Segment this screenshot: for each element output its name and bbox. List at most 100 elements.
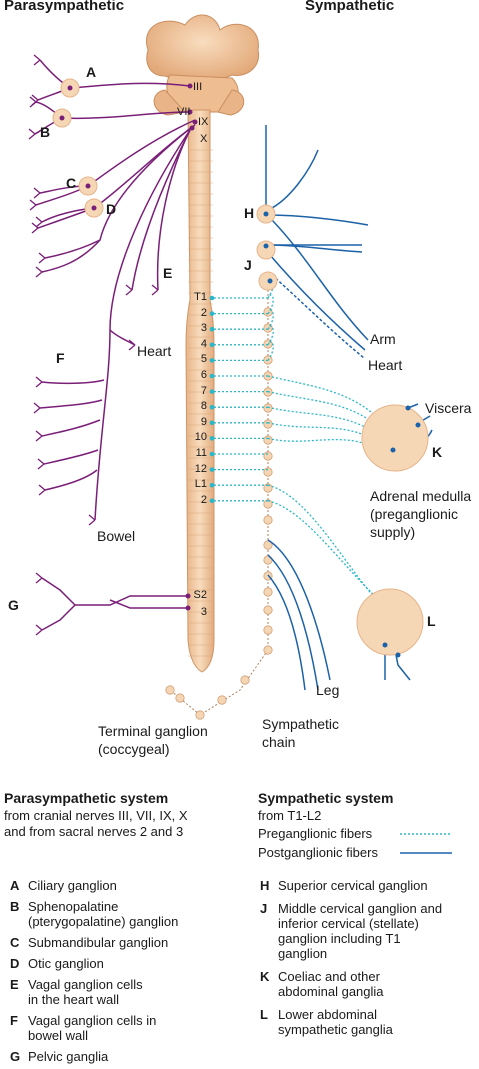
segment-label: 2 (200, 493, 207, 506)
legend-para-title: Parasympathetic system (4, 790, 169, 806)
nerve-ending (125, 284, 133, 296)
label-terminal-line1: Terminal ganglion (98, 723, 208, 739)
label-viscera: Viscera (425, 400, 472, 416)
key-text: ganglion including T1 (278, 931, 401, 946)
ganglion-l (356, 588, 424, 656)
nerve-ending (33, 402, 41, 414)
segment-label: 3 (200, 322, 207, 335)
chain-ganglion (263, 587, 273, 597)
letter-l: L (427, 613, 436, 629)
preganglionic-fiber (267, 294, 274, 314)
label-heart-sympathetic: Heart (368, 357, 403, 373)
chain-ganglion (263, 419, 273, 429)
nerve-ending (35, 266, 43, 278)
nerve-ending (128, 339, 136, 351)
legend-para-sub-2: and from sacral nerves 2 and 3 (4, 824, 184, 839)
label-adrenal-line1: Adrenal medulla (370, 488, 472, 504)
cranial-nerve-x: X (200, 133, 208, 145)
key-text: Vagal ganglion cells (28, 977, 143, 992)
segment-label: 4 (200, 337, 207, 350)
nerve-ending (29, 199, 37, 211)
key-text: abdominal ganglia (278, 984, 384, 999)
label-bowel: Bowel (97, 528, 136, 544)
letter-d: D (106, 201, 117, 217)
segment-label: 6 (200, 369, 207, 381)
key-letter: L (260, 1007, 268, 1022)
nerve-ending (151, 284, 159, 296)
letter-a: A (86, 64, 97, 80)
key-letter: G (10, 1049, 21, 1064)
chain-ganglion (263, 451, 273, 461)
nerve-ending (33, 187, 41, 199)
cranial-nerve-vii: VII (177, 106, 191, 118)
legend-symp-sub: from T1-L2 (258, 808, 322, 823)
label-heart-parasympathetic: Heart (137, 343, 172, 359)
preganglionic-fiber (267, 484, 383, 606)
chain-ganglion (175, 693, 185, 703)
key-text: Superior cervical ganglion (278, 878, 428, 893)
sympathetic-chain (165, 290, 273, 720)
key-letter: E (10, 977, 19, 992)
label-terminal-line2: (coccygeal) (98, 741, 170, 757)
chain-ganglion (263, 403, 273, 413)
parasympathetic-fibers (34, 59, 196, 631)
chain-ganglion (263, 605, 273, 615)
key-text: (pterygopalatine) ganglion (28, 914, 179, 929)
legend-symp-title: Sympathetic system (258, 790, 394, 806)
key-text: Lower abdominal (278, 1007, 378, 1022)
letter-f: F (56, 350, 65, 366)
key-text: inferior cervical (stellate) (278, 916, 419, 931)
segment-label: 2 (200, 306, 207, 319)
letter-g: G (8, 597, 19, 613)
chain-ganglion (263, 499, 273, 509)
letter-e: E (163, 265, 173, 281)
preganglionic-fiber (267, 375, 381, 421)
chain-ganglion (263, 625, 273, 635)
spinal-cord (185, 109, 215, 673)
nerve-ending (38, 484, 46, 496)
key-letter: D (10, 956, 20, 971)
autonomic-nervous-system-diagram (28, 14, 433, 720)
segment-label-sacral: S2 (193, 589, 207, 601)
segment-label: 9 (200, 415, 207, 428)
segment-label: 8 (200, 400, 207, 413)
key-text: bowel wall (28, 1028, 88, 1043)
segment-label: 5 (200, 353, 207, 366)
key-text: Sphenopalatine (28, 899, 119, 914)
legend-para-sub-1: from cranial nerves III, VII, IX, X (4, 808, 188, 823)
key-letter: C (10, 935, 20, 950)
chain-ganglion (195, 710, 205, 720)
nerve-ending (35, 376, 43, 388)
label-adrenal-line2: (preganglionic (370, 506, 458, 522)
segment-label: T1 (194, 291, 207, 303)
key-text: Middle cervical ganglion and (278, 901, 443, 916)
legend-pre-label: Preganglionic fibers (258, 826, 373, 841)
ganglion-j-middle (256, 240, 276, 260)
letter-h: H (244, 205, 255, 221)
ganglion-k (361, 404, 429, 472)
preganglionic-fiber (267, 500, 393, 611)
segment-label-sacral: 3 (200, 606, 207, 618)
nerve-ending (28, 128, 36, 140)
letter-j: J (244, 257, 252, 273)
chain-ganglion (263, 435, 273, 445)
letter-b: B (40, 124, 51, 140)
label-adrenal-line3: supply) (370, 524, 416, 540)
brain (146, 14, 260, 116)
key-text: Vagal ganglion cells in (28, 1013, 157, 1028)
segment-label: 11 (195, 447, 207, 459)
chain-ganglion (217, 695, 227, 705)
key-text: in the heart wall (28, 992, 120, 1007)
nerve-ending (35, 216, 43, 228)
nerve-ending (33, 54, 41, 66)
label-chain-line2: chain (262, 734, 296, 750)
